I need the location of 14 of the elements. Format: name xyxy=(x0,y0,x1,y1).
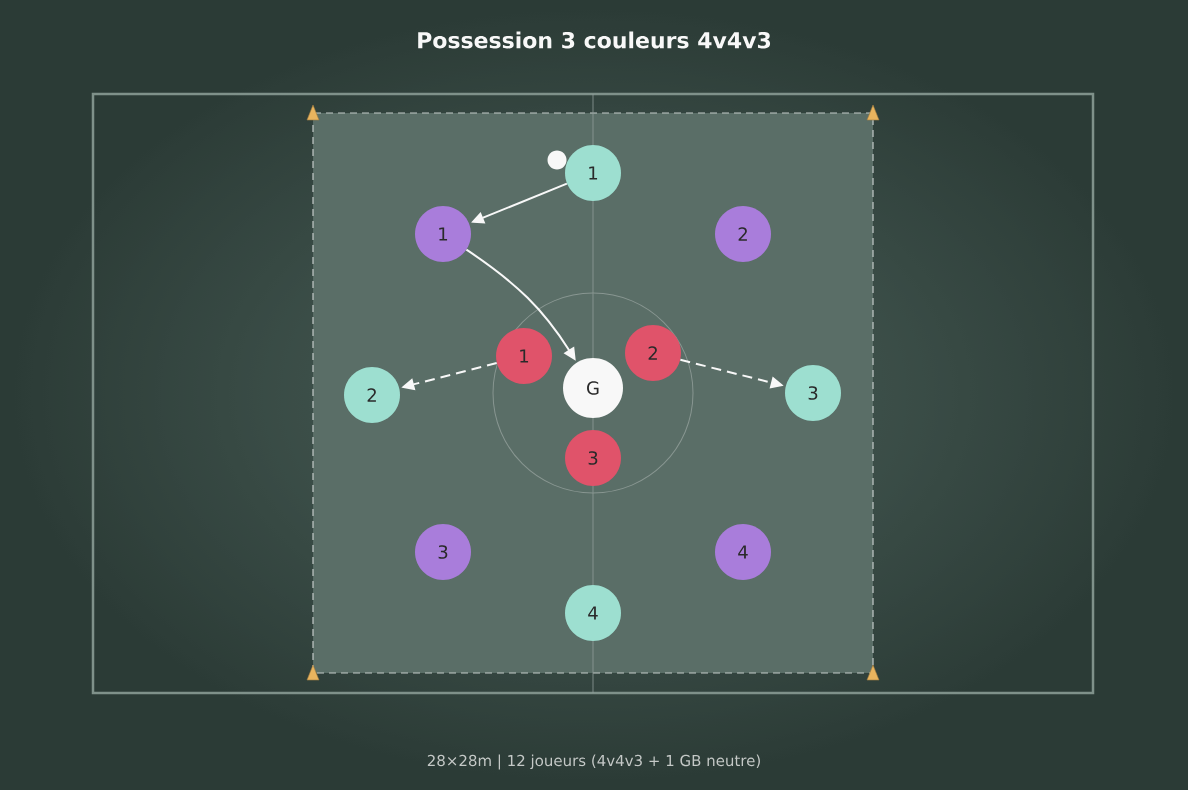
player-token: 3 xyxy=(415,524,471,580)
player-token: 4 xyxy=(715,524,771,580)
player-token: 2 xyxy=(344,367,400,423)
player-token: 1 xyxy=(496,328,552,384)
caption: 28×28m | 12 joueurs (4v4v3 + 1 GB neutre) xyxy=(427,754,760,770)
player-token: 4 xyxy=(565,585,621,641)
player-token: 3 xyxy=(785,365,841,421)
player-token: 1 xyxy=(565,145,621,201)
player-token: 3 xyxy=(565,430,621,486)
player-token: 1 xyxy=(415,206,471,262)
player-token: 2 xyxy=(625,325,681,381)
goalkeeper-token: G xyxy=(563,358,623,418)
title: Possession 3 couleurs 4v4v3 xyxy=(418,31,771,49)
player-token: 2 xyxy=(715,206,771,262)
